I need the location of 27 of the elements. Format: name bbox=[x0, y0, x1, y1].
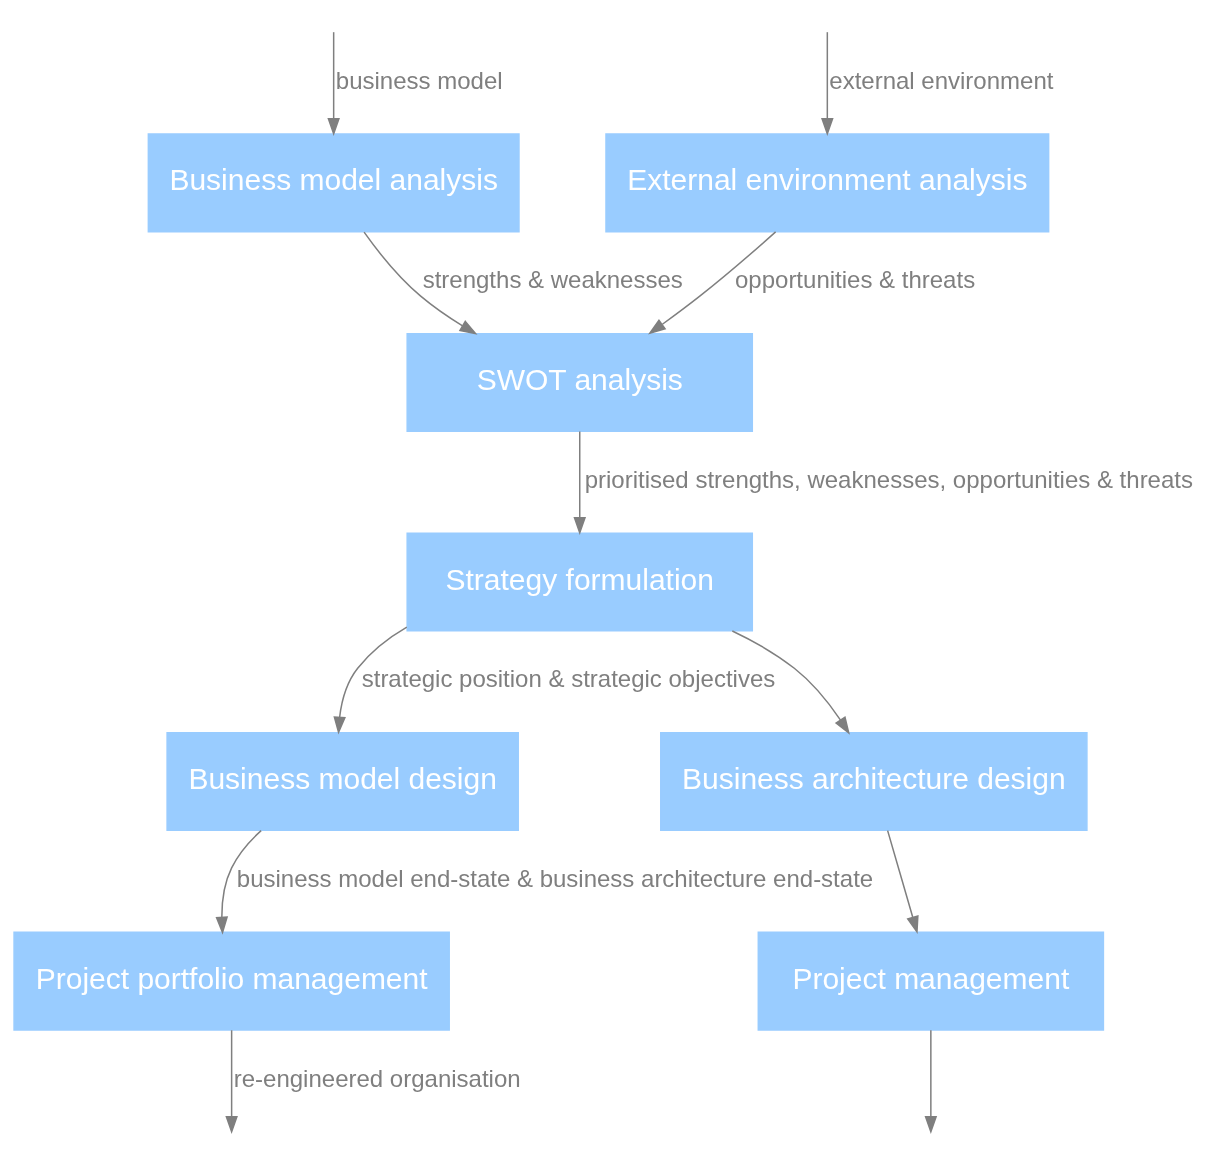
node-box: SWOT analysis bbox=[406, 332, 754, 432]
edge-label: business model end-state & business architecture end-state bbox=[236, 865, 874, 893]
node-box: Strategy formulation bbox=[406, 532, 754, 632]
arrow bbox=[333, 626, 408, 735]
edge-label: strengths & weaknesses bbox=[422, 266, 683, 294]
edge-label: prioritised strengths, weaknesses, opportunities & threats bbox=[584, 465, 1193, 493]
edge-label: opportunities & threats bbox=[735, 266, 976, 294]
arrow bbox=[573, 430, 587, 535]
arrow bbox=[886, 829, 919, 934]
arrow bbox=[821, 31, 834, 137]
node-box: Project management bbox=[757, 931, 1105, 1031]
node-box: Business model analysis bbox=[147, 133, 520, 233]
arrow bbox=[327, 31, 340, 137]
node-box: Business architecture design bbox=[660, 732, 1088, 832]
node-box: External environment analysis bbox=[605, 133, 1050, 233]
arrow bbox=[924, 1029, 938, 1135]
arrow bbox=[215, 829, 262, 935]
edge-label: external environment bbox=[829, 66, 1054, 94]
edge-label: business model bbox=[335, 66, 503, 94]
arrow bbox=[363, 231, 478, 335]
arrow bbox=[731, 630, 850, 735]
arrow bbox=[648, 231, 777, 335]
arrow bbox=[225, 1029, 238, 1134]
edge-label: re-engineered organisation bbox=[233, 1064, 521, 1092]
node-box: Business model design bbox=[166, 732, 519, 832]
node-box: Project portfolio management bbox=[13, 931, 450, 1031]
edge-label: strategic position & strategic objectives bbox=[361, 665, 776, 693]
